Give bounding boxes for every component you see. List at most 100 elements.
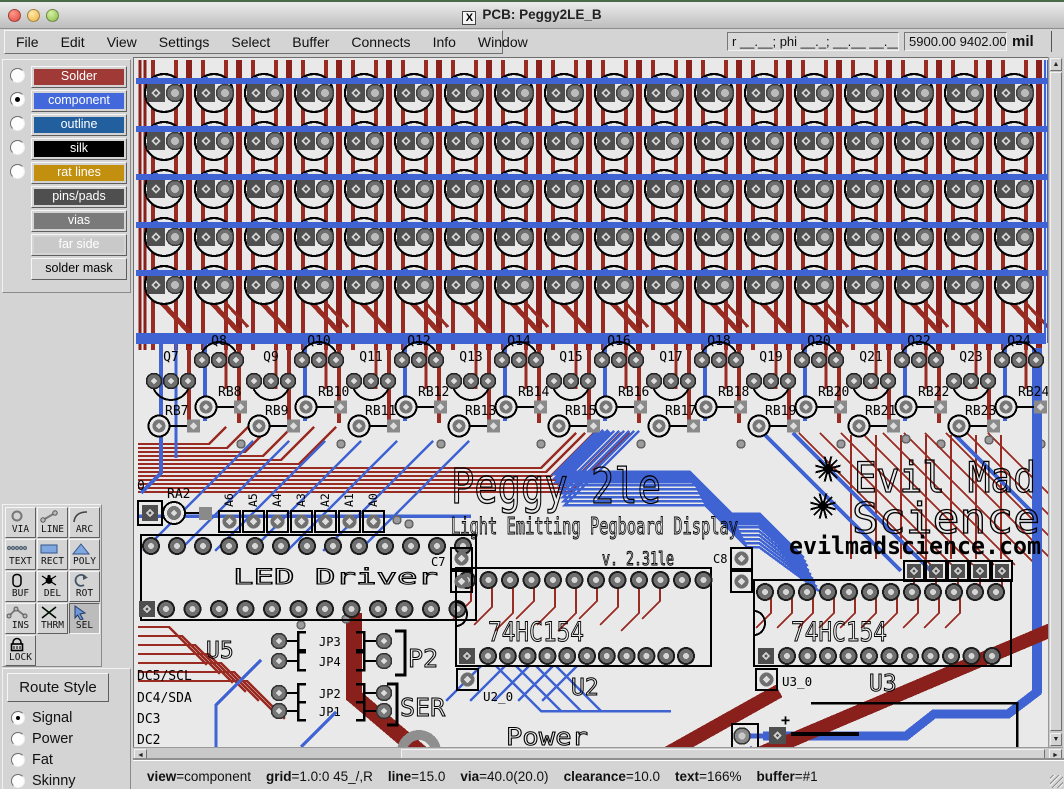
vertical-scrollbar[interactable]: ▲ ▼ [1048, 57, 1063, 747]
tool-label: BUF [11, 588, 30, 599]
tool-sel-button[interactable]: SEL [69, 603, 100, 634]
component-label: Q13 [459, 350, 482, 365]
layer-button-rat-lines[interactable]: rat lines [31, 162, 127, 184]
route-style-button[interactable]: Route Style [7, 673, 109, 702]
layer-button-Solder[interactable]: Solder [31, 66, 127, 88]
layer-button-component[interactable]: component [31, 90, 127, 112]
tool-lock-button[interactable]: LOCK [5, 635, 36, 666]
tool-via-button[interactable]: VIA [5, 507, 36, 538]
zoom-window-button[interactable] [46, 9, 59, 22]
tool-rot-button[interactable]: ROT [69, 571, 100, 602]
layer-button-vias[interactable]: vias [31, 210, 127, 232]
layer-row-Solder: Solder [3, 65, 130, 89]
horizontal-scroll-thumb[interactable] [401, 749, 1045, 759]
silk-brand-line1: Evil Mad [854, 453, 1036, 502]
tool-buf-button[interactable]: BUF [5, 571, 36, 602]
scroll-right-button[interactable]: ► [1049, 749, 1062, 759]
refdes-c7: C7 [431, 555, 445, 569]
refdes-u2-0: U2_0 [483, 689, 513, 704]
layer-radio-silk[interactable] [10, 140, 25, 155]
jumper-label: JP1 [319, 705, 341, 719]
component-label: RB8 [218, 385, 241, 400]
tool-thrm-button[interactable]: THRM [37, 603, 68, 634]
layer-button-solder-mask[interactable]: solder mask [31, 258, 127, 280]
resize-grip[interactable] [1050, 775, 1063, 788]
layer-swatch: solder mask [45, 261, 113, 275]
component-label: Q23 [959, 350, 982, 365]
jumper-label: JP2 [319, 687, 341, 701]
tool-arc-button[interactable]: ARC [69, 507, 100, 538]
layer-radio-component[interactable] [10, 92, 25, 107]
menu-info[interactable]: Info [432, 34, 456, 50]
close-window-button[interactable] [8, 9, 21, 22]
tool-del-button[interactable]: DEL [37, 571, 68, 602]
component-label: Q21 [859, 350, 882, 365]
layer-button-silk[interactable]: silk [31, 138, 127, 160]
layer-button-outline[interactable]: outline [31, 114, 127, 136]
menu-window[interactable]: Window [477, 34, 528, 50]
layer-button-pins-pads[interactable]: pins/pads [31, 186, 127, 208]
tool-poly-button[interactable]: POLY [69, 539, 100, 570]
route-style-option-fat[interactable]: Fat [11, 752, 53, 773]
layer-row-silk: silk [3, 137, 130, 161]
component-label: Q10 [307, 334, 330, 349]
scroll-left-button[interactable]: ◄ [134, 749, 147, 759]
refdes-c8: C8 [713, 552, 727, 566]
component-label: Q14 [507, 334, 531, 349]
layer-radio-outline[interactable] [10, 116, 25, 131]
route-style-option-skinny[interactable]: Skinny [11, 773, 76, 789]
text-icon [6, 541, 35, 556]
minimize-window-button[interactable] [27, 9, 40, 22]
layer-swatch: outline [34, 117, 124, 133]
pin-label: A0 [366, 493, 380, 507]
layer-radio-Solder[interactable] [10, 68, 25, 83]
component-label: Q22 [907, 334, 930, 349]
menu-buffer[interactable]: Buffer [292, 34, 330, 50]
status-segment-line: line=15.0 [387, 769, 446, 784]
pin-label: A4 [270, 493, 284, 507]
route-radio-power[interactable] [11, 732, 25, 746]
route-style-option-power[interactable]: Power [11, 731, 73, 752]
component-label: RB21 [865, 404, 896, 419]
menu-edit[interactable]: Edit [60, 34, 85, 50]
silk-brand-line2: Science [852, 494, 1040, 543]
refdes-u2: U2 [571, 675, 599, 701]
menu-connects[interactable]: Connects [351, 34, 411, 50]
menu-view[interactable]: View [106, 34, 137, 50]
horizontal-scrollbar[interactable]: ◄ ► [133, 747, 1063, 760]
status-segment-view: view=component [147, 769, 251, 784]
route-option-label: Fat [32, 752, 53, 768]
route-radio-signal[interactable] [11, 711, 25, 725]
menu-select[interactable]: Select [231, 34, 271, 50]
menu-panel: File Edit View Settings Select Buffer Connects… [4, 30, 528, 54]
scroll-up-button[interactable]: ▲ [1050, 58, 1062, 71]
cursor-polar-readout: r __.__; phi __._; __.__ __.__ [727, 32, 899, 51]
status-segment-via: via=40.0(20.0) [460, 769, 549, 784]
layer-swatch: silk [34, 141, 124, 157]
menu-file[interactable]: File [16, 34, 39, 50]
tool-rect-button[interactable]: RECT [37, 539, 68, 570]
component-label: Q15 [559, 350, 582, 365]
tool-line-button[interactable]: LINE [37, 507, 68, 538]
component-label: RB18 [718, 385, 749, 400]
route-radio-fat[interactable] [11, 753, 25, 767]
vertical-scroll-thumb[interactable] [1050, 72, 1062, 731]
layer-button-far-side[interactable]: far side [31, 234, 127, 256]
scroll-down-button[interactable]: ▼ [1050, 733, 1062, 746]
lock-icon [6, 637, 35, 652]
tool-text-button[interactable]: TEXT [5, 539, 36, 570]
tool-label: DEL [43, 588, 62, 599]
layer-radio-rat-lines[interactable] [10, 164, 25, 179]
pin-label: A2 [318, 493, 332, 507]
route-style-option-signal[interactable]: Signal [11, 710, 72, 731]
menu-settings[interactable]: Settings [158, 34, 210, 50]
route-radio-skinny[interactable] [11, 774, 25, 788]
tool-label: LINE [41, 524, 64, 535]
tool-ins-button[interactable]: INS [5, 603, 36, 634]
units-indicator[interactable]: mil [1012, 31, 1052, 52]
